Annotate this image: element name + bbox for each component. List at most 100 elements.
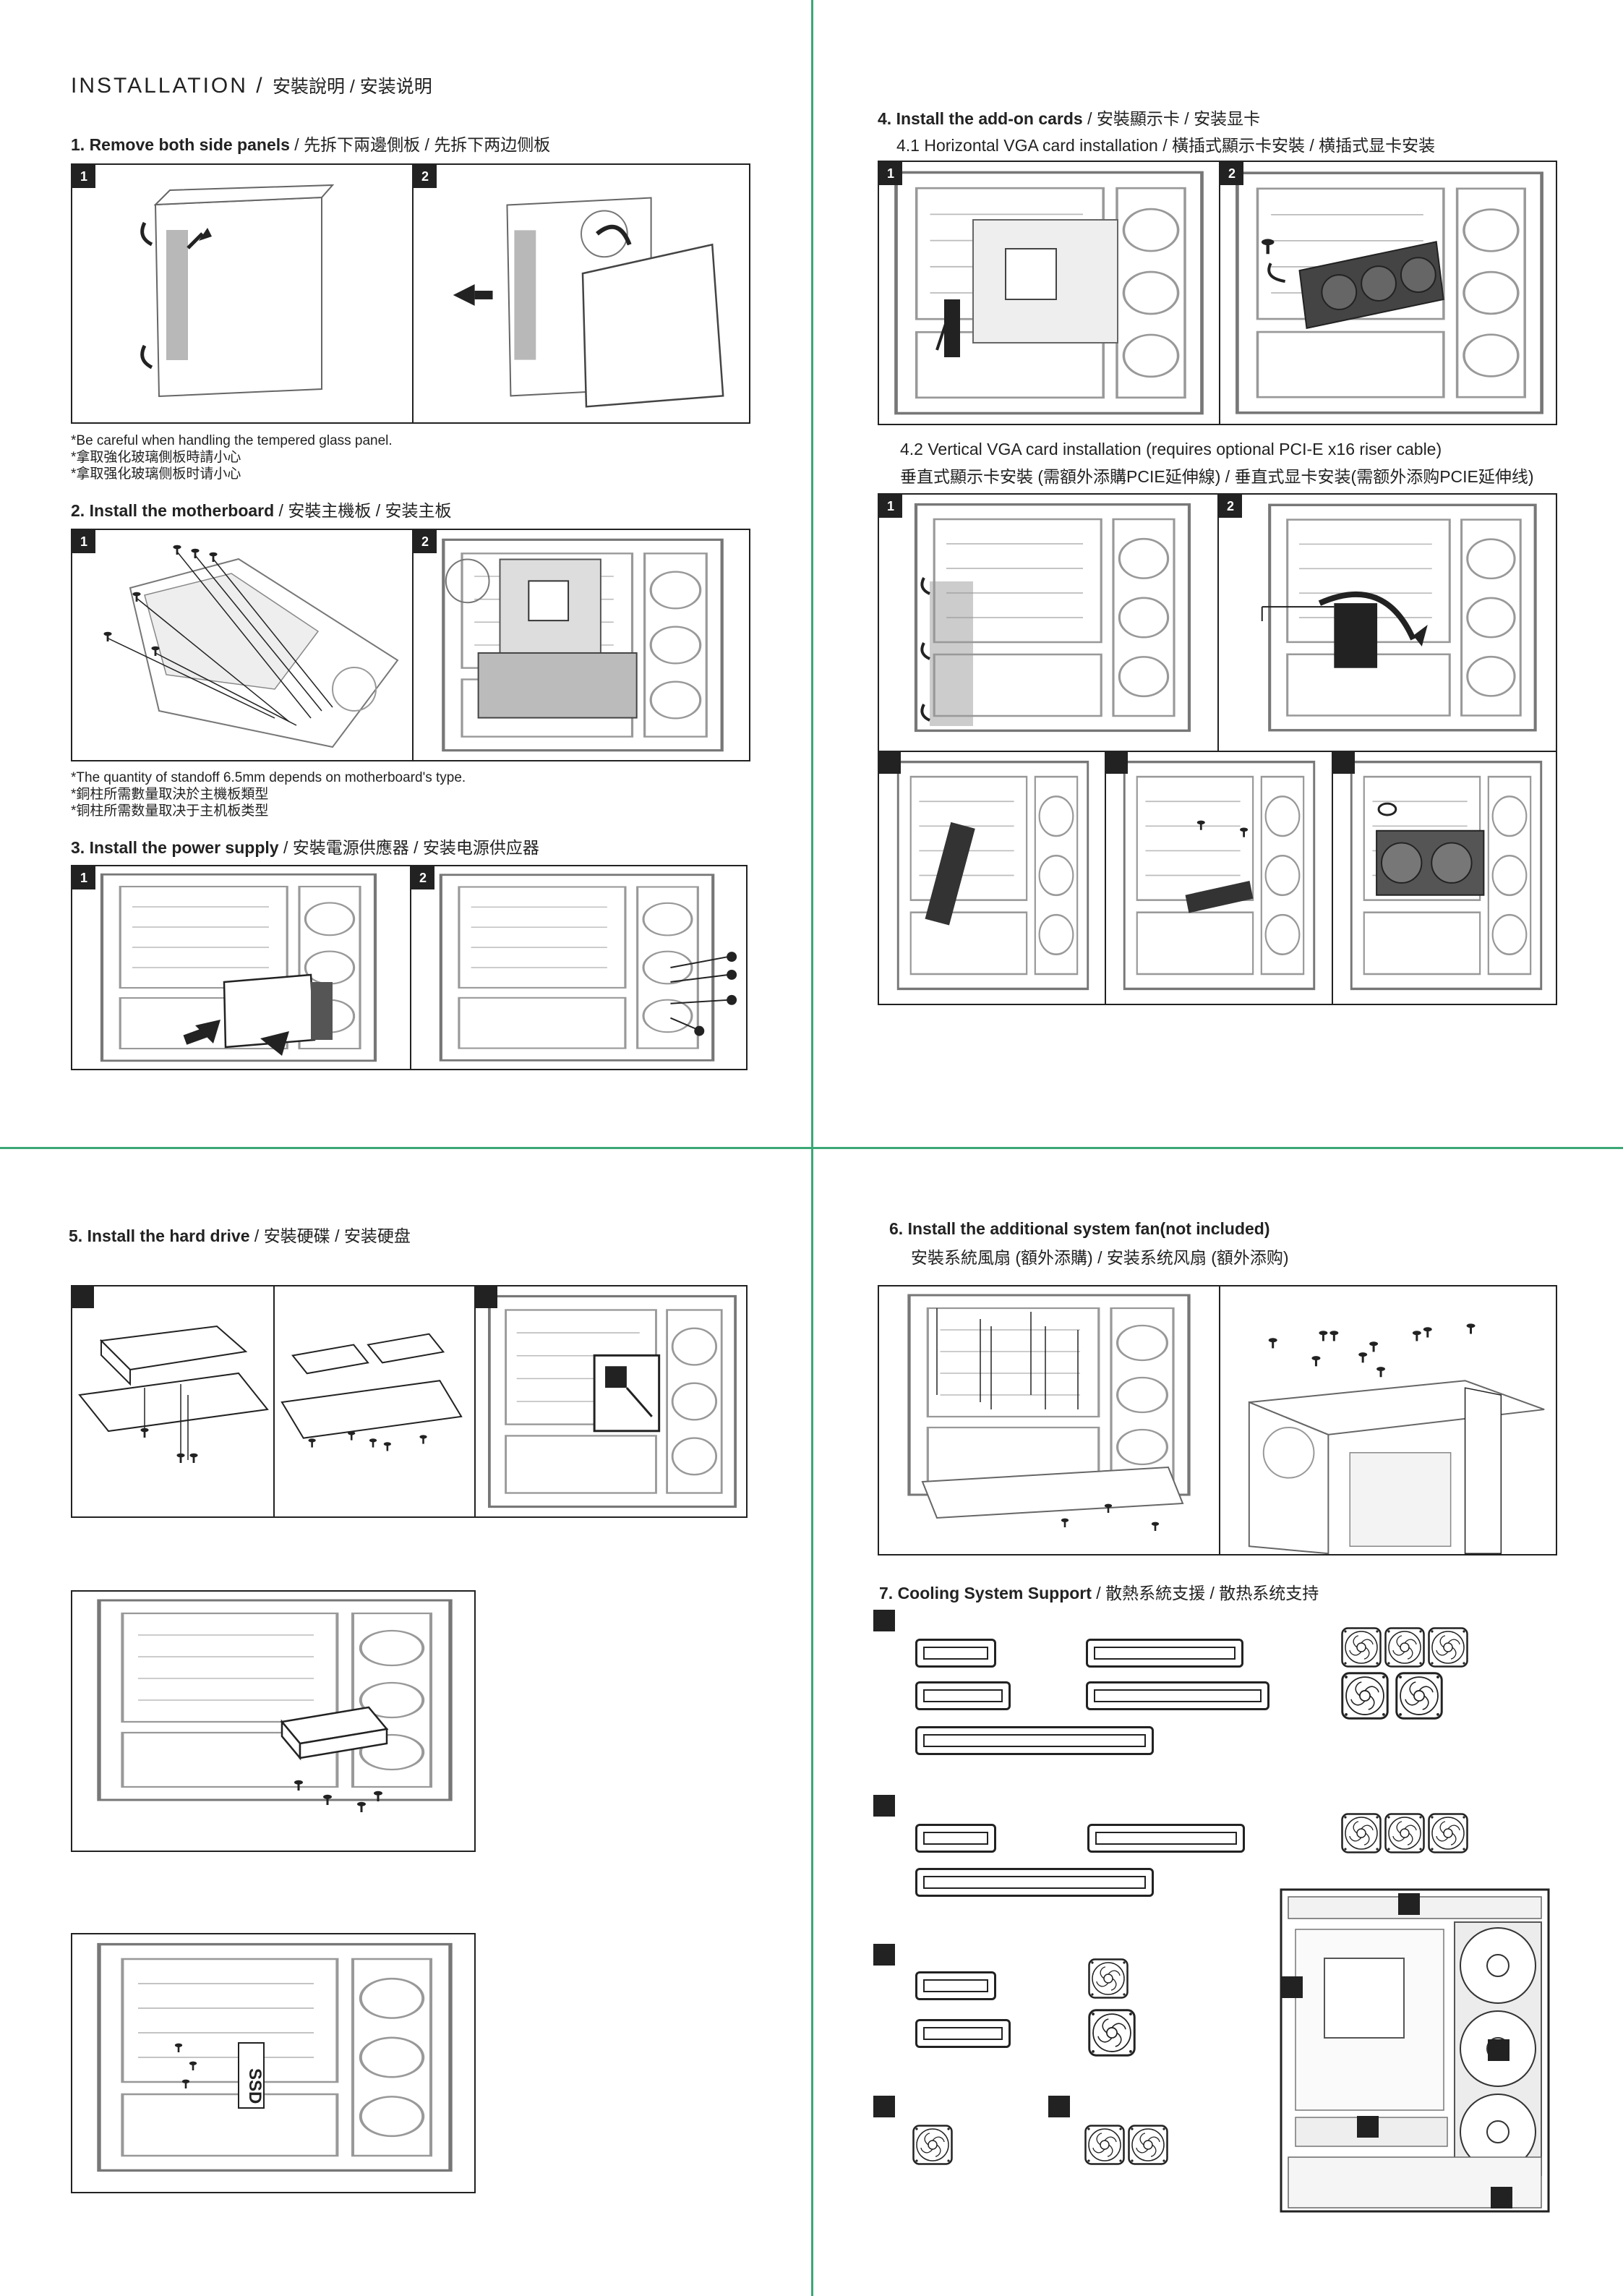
psu-illustration xyxy=(72,866,410,1069)
step-number: 2 xyxy=(1220,162,1243,185)
fan-icon xyxy=(912,2125,953,2165)
cooling-tag-bottom xyxy=(873,2096,895,2117)
section-3-figure: 1 2 xyxy=(71,865,748,1070)
radiator-icon xyxy=(1087,1824,1245,1853)
ssd-label: SSD xyxy=(245,2068,265,2104)
section-4-1-heading: 4.1 Horizontal VGA card installation / 橫… xyxy=(896,136,1436,155)
page-title-sep: / xyxy=(247,74,273,98)
section-3-cn: / 安裝電源供應器 / 安装电源供应器 xyxy=(278,838,539,857)
section-2-notes: *The quantity of standoff 6.5mm depends … xyxy=(71,769,466,819)
radiator-icon xyxy=(915,1824,996,1853)
page-title-en: INSTALLATION xyxy=(71,74,248,98)
fan-icon xyxy=(1341,1627,1382,1668)
hdd-mount-panel xyxy=(474,1286,749,1516)
section-2-heading: 2. Install the motherboard / 安裝主機板 / 安装主… xyxy=(71,497,452,521)
cooling-tag-top xyxy=(873,1610,895,1631)
section-7-cn: / 散熱系統支援 / 散热系统支持 xyxy=(1091,1584,1319,1602)
radiator-icon xyxy=(915,1868,1154,1897)
step-4-2-2-panel: 2 xyxy=(1217,495,1559,751)
step-number: 1 xyxy=(72,866,95,889)
step-1-1-panel: 1 xyxy=(72,165,412,422)
section-2-cn: / 安裝主機板 / 安装主板 xyxy=(274,501,452,520)
page-title: INSTALLATION / 安裝說明 / 安装说明 xyxy=(71,72,432,98)
section-6-heading: 6. Install the additional system fan(not… xyxy=(889,1219,1270,1238)
step-4-2-5-panel xyxy=(1332,752,1559,1004)
hdd-tray-panel xyxy=(72,1286,273,1516)
case-tag-bottom xyxy=(1357,2116,1379,2138)
section-1-label: 1. Remove both side panels xyxy=(71,135,290,154)
step-marker xyxy=(476,1286,497,1308)
fan-icon xyxy=(1384,1627,1425,1668)
hdd-bottom-illustration xyxy=(72,1592,474,1812)
motherboard-installed-illustration xyxy=(414,530,752,760)
step-2-2-panel: 2 xyxy=(412,530,752,760)
section-4-cn: / 安裝顯示卡 / 安装显卡 xyxy=(1082,109,1261,128)
section-3-heading: 3. Install the power supply / 安裝電源供應器 / … xyxy=(71,834,539,858)
section-1-heading: 1. Remove both side panels / 先拆下兩邊側板 / 先… xyxy=(71,131,550,155)
note-line: *拿取強化玻璃側板時請小心 xyxy=(71,450,241,465)
step-number: 2 xyxy=(411,866,434,889)
step-1-2-panel: 2 xyxy=(412,165,752,422)
section-2-figure: 1 2 xyxy=(71,529,750,761)
section-4-2-heading: 4.2 Vertical VGA card installation (requ… xyxy=(900,440,1442,458)
step-4-2-4-panel xyxy=(1105,752,1332,1004)
vga-vertical-done-illustration xyxy=(1350,760,1543,991)
step-4-2-3-panel xyxy=(879,752,1105,1004)
riser-illustration xyxy=(1261,495,1559,751)
fan-top-illustration xyxy=(1248,1323,1545,1554)
step-number: 1 xyxy=(72,530,95,553)
step-marker xyxy=(72,1286,94,1308)
vga-illustration xyxy=(879,162,1219,424)
step-marker xyxy=(879,752,901,774)
case-tag-front xyxy=(1488,2039,1509,2061)
note-line: *銅柱所需數量取決於主機板類型 xyxy=(71,787,269,802)
step-4-2-1-panel: 1 xyxy=(879,495,1217,751)
vga-install-illustration xyxy=(1220,162,1559,424)
step-number: 1 xyxy=(72,165,95,188)
fan-icon xyxy=(1428,1813,1468,1853)
fan-icon xyxy=(1341,1813,1382,1853)
case-cooling-illustration xyxy=(1280,1888,1550,2213)
section-6-figure xyxy=(878,1285,1557,1555)
section-5-cn: / 安裝硬碟 / 安装硬盘 xyxy=(249,1226,411,1245)
radiator-icon xyxy=(1086,1681,1269,1710)
section-1-notes: *Be careful when handling the tempered g… xyxy=(71,432,393,482)
radiator-icon xyxy=(915,1681,1011,1710)
hdd-mount-illustration xyxy=(488,1294,737,1508)
note-line: *拿取强化玻璃侧板时请小心 xyxy=(71,466,241,482)
radiator-icon xyxy=(915,1639,996,1668)
note-line: *Be careful when handling the tempered g… xyxy=(71,433,393,448)
riser-install-illustration xyxy=(1123,760,1316,991)
case-tag-top xyxy=(1398,1893,1420,1915)
row-divider xyxy=(879,751,1556,752)
step-4-1-1-panel: 1 xyxy=(879,162,1219,424)
ssd-tray-illustration xyxy=(281,1333,463,1451)
section-4-1-figure: 1 2 xyxy=(878,161,1557,425)
ssd-back-illustration: SSD xyxy=(72,1934,474,2192)
note-line: *铜柱所需数量取决于主机板类型 xyxy=(71,803,269,819)
section-4-2-figure: 1 2 xyxy=(878,493,1557,1005)
case-illustration xyxy=(140,184,335,398)
cooling-case-diagram xyxy=(1274,1886,1556,2219)
step-3-2-panel: 2 xyxy=(410,866,749,1069)
cooling-tag-rear xyxy=(873,1944,895,1966)
step-number: 2 xyxy=(1219,495,1242,518)
fan-icon xyxy=(1088,1958,1129,1999)
fan-icon xyxy=(1341,1672,1389,1720)
section-5-label: 5. Install the hard drive xyxy=(69,1226,250,1245)
note-line: *The quantity of standoff 6.5mm depends … xyxy=(71,770,466,785)
step-number: 2 xyxy=(414,165,437,188)
section-6-heading-cn: 安裝系統風扇 (額外添購) / 安装系统风扇 (額外添购) xyxy=(911,1248,1289,1267)
fan-icon xyxy=(1128,2125,1168,2165)
psu-screws-illustration xyxy=(411,866,737,1069)
motherboard-illustration xyxy=(103,545,399,748)
section-7-heading: 7. Cooling System Support / 散熱系統支援 / 散热系… xyxy=(879,1579,1319,1604)
step-number: 1 xyxy=(879,162,902,185)
section-2-label: 2. Install the motherboard xyxy=(71,501,275,520)
radiator-icon xyxy=(915,1971,996,2000)
radiator-icon xyxy=(915,2019,1011,2048)
section-4-2-heading-cn: 垂直式顯示卡安裝 (需額外添購PCIE延伸線) / 垂直式显卡安装(需额外添购P… xyxy=(900,467,1534,486)
fan-icon xyxy=(1088,2009,1136,2057)
section-5-figure-1 xyxy=(71,1285,748,1518)
fan-icon xyxy=(1084,2125,1125,2165)
